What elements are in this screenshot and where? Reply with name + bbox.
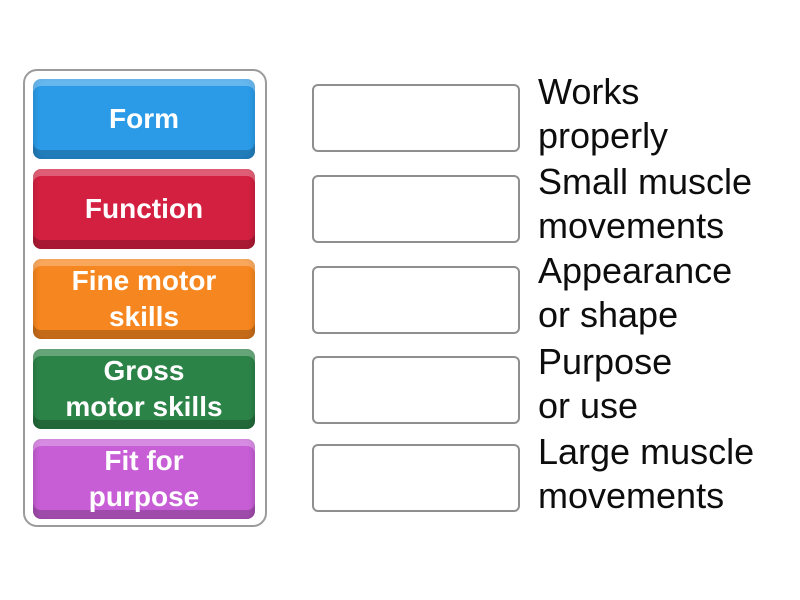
- drop-slot-5[interactable]: [312, 444, 520, 512]
- drop-slot-4[interactable]: [312, 356, 520, 424]
- keyword-tile-fine-motor-skills[interactable]: Fine motor skills: [33, 259, 255, 339]
- keyword-tile-fit-for-purpose[interactable]: Fit for purpose: [33, 439, 255, 519]
- answer-line: or shape: [538, 294, 679, 335]
- answer-line: Appearance: [538, 250, 733, 291]
- answer-line: movements: [538, 205, 725, 246]
- keyword-tile-label: Function: [84, 193, 204, 224]
- answer-text-small-muscle-movements: Small muscle movements: [538, 160, 752, 248]
- keyword-tile-label: Fit for: [104, 445, 184, 476]
- drop-slot-2[interactable]: [312, 175, 520, 243]
- answer-line: Small muscle: [538, 161, 753, 202]
- keyword-tile-label: skills: [108, 301, 180, 332]
- answer-text-large-muscle-movements: Large muscle movements: [538, 430, 754, 518]
- keyword-tile-label: Form: [109, 103, 179, 134]
- keyword-tile-label: Gross: [103, 355, 185, 386]
- answer-line: or use: [538, 385, 639, 426]
- keyword-tile-function[interactable]: Function: [33, 169, 255, 249]
- drop-slot-3[interactable]: [312, 266, 520, 334]
- answer-line: properly: [538, 115, 669, 156]
- keyword-tile-gross-motor-skills[interactable]: Gross motor skills: [33, 349, 255, 429]
- keyword-tile-form[interactable]: Form: [33, 79, 255, 159]
- keyword-tile-label: purpose: [88, 481, 200, 512]
- answer-text-works-properly: Works properly: [538, 70, 668, 158]
- keyword-tile-label: Fine motor: [71, 265, 217, 296]
- answer-line: movements: [538, 475, 725, 516]
- drop-slot-1[interactable]: [312, 84, 520, 152]
- keywords-panel: Form Function Fine motor skills Gross mo…: [23, 69, 267, 527]
- answer-line: Large muscle: [538, 431, 755, 472]
- answer-text-appearance-or-shape: Appearance or shape: [538, 249, 732, 337]
- keyword-tile-label: motor skills: [65, 391, 223, 422]
- answer-text-purpose-or-use: Purpose or use: [538, 340, 672, 428]
- answer-line: Purpose: [538, 341, 673, 382]
- answer-line: Works: [538, 71, 640, 112]
